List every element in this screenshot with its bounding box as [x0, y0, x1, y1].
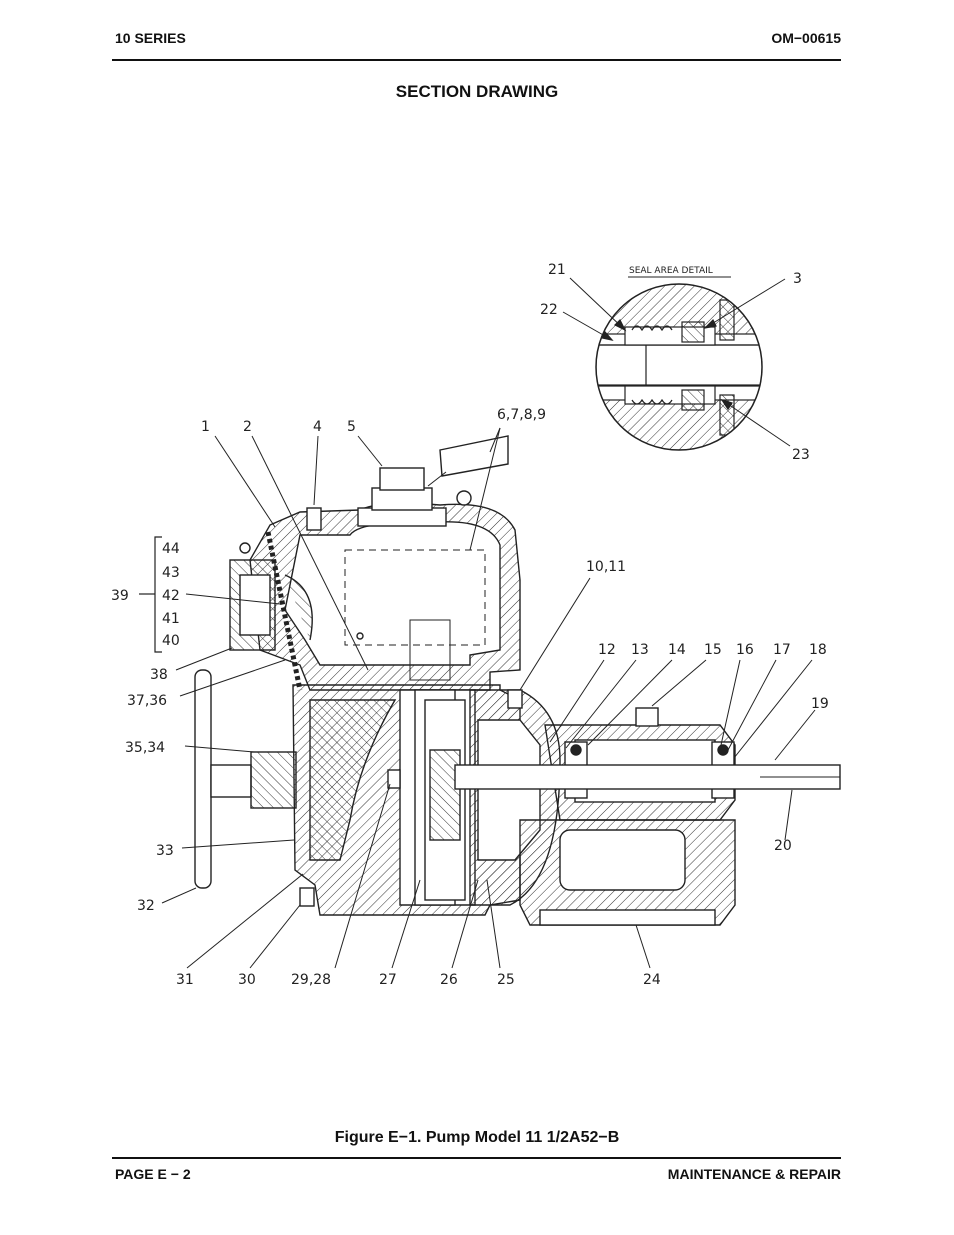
leader-lines: [161, 427, 816, 969]
callout-13: 13: [631, 642, 649, 658]
callout-37-36: 37,36: [127, 693, 167, 709]
callout-35-34: 35,34: [125, 740, 165, 756]
header-rule: [112, 59, 841, 61]
callout-38: 38: [150, 667, 168, 683]
callout-42: 42: [162, 588, 180, 604]
callout-21: 21: [548, 262, 566, 278]
callout-32: 32: [137, 898, 155, 914]
callout-1: 1: [201, 419, 210, 435]
callout-labels: 21 22 3 23 SEAL AREA DETAIL 1 2 4 5 6,7,…: [111, 262, 829, 988]
callout-15: 15: [704, 642, 722, 658]
callout-25: 25: [497, 972, 515, 988]
callout-43: 43: [162, 565, 180, 581]
callout-14: 14: [668, 642, 686, 658]
callout-2: 2: [243, 419, 252, 435]
seal-area-detail: [562, 276, 791, 451]
callout-12: 12: [598, 642, 616, 658]
callout-17: 17: [773, 642, 791, 658]
callout-bracket: [139, 536, 162, 653]
footer-rule: [112, 1157, 841, 1159]
callout-26: 26: [440, 972, 458, 988]
callout-39: 39: [111, 588, 129, 604]
callout-3: 3: [793, 271, 802, 287]
header-doc-number: OM−00615: [771, 30, 841, 46]
callout-19: 19: [811, 696, 829, 712]
figure-caption: Figure E−1. Pump Model 11 1/2A52−B: [334, 1129, 620, 1146]
callout-24: 24: [643, 972, 661, 988]
callout-20: 20: [774, 838, 792, 854]
pump-body: [194, 435, 841, 926]
callout-31: 31: [176, 972, 194, 988]
callout-6-7-8-9: 6,7,8,9: [497, 407, 546, 423]
footer-page-number: PAGE E − 2: [115, 1166, 191, 1182]
callout-30: 30: [238, 972, 256, 988]
callout-27: 27: [379, 972, 397, 988]
header-series: 10 SERIES: [115, 30, 186, 46]
section-title: SECTION DRAWING: [395, 82, 559, 101]
callout-22: 22: [540, 302, 558, 318]
callout-18: 18: [809, 642, 827, 658]
callout-29-28: 29,28: [291, 972, 331, 988]
callout-40: 40: [162, 633, 180, 649]
callout-41: 41: [162, 611, 180, 627]
footer-section: MAINTENANCE & REPAIR: [667, 1166, 841, 1182]
callout-10-11: 10,11: [586, 559, 626, 575]
callout-16: 16: [736, 642, 754, 658]
callout-5: 5: [347, 419, 356, 435]
seal-area-detail-label: SEAL AREA DETAIL: [629, 266, 713, 276]
callout-44: 44: [162, 541, 180, 557]
callout-4: 4: [313, 419, 322, 435]
callout-33: 33: [156, 843, 174, 859]
callout-23: 23: [792, 447, 810, 463]
